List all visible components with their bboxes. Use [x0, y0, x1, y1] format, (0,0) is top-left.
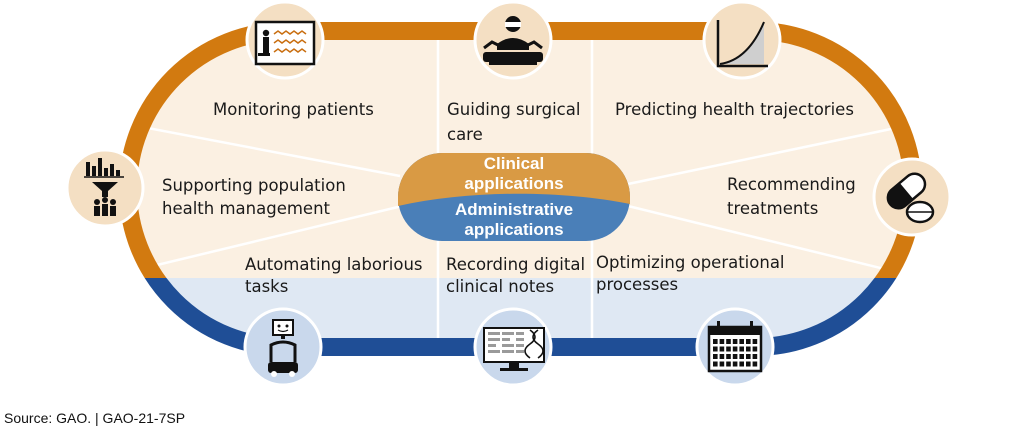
label-monitoring-patients: Monitoring patients: [213, 100, 374, 119]
administrative-label-line-2: applications: [464, 220, 563, 239]
growth-curve-icon: [702, 0, 782, 80]
administrative-label-line-1: Administrative: [455, 200, 573, 219]
label-recording-notes-2: clinical notes: [446, 277, 554, 296]
monitor-chart-icon: [245, 0, 325, 80]
source-note: Source: GAO. | GAO-21-7SP: [4, 410, 186, 426]
label-automating-tasks-1: Automating laborious: [245, 255, 423, 274]
calendar-icon: [695, 307, 775, 387]
label-recommending-treatments-2: treatments: [727, 199, 818, 218]
label-supporting-population-1: Supporting population: [162, 176, 346, 195]
computer-dna-icon: [473, 307, 553, 387]
label-automating-tasks-2: tasks: [245, 277, 288, 296]
clinical-label-line-2: applications: [464, 174, 563, 193]
label-optimizing-processes-2: processes: [596, 275, 678, 294]
label-predicting-health-trajectories: Predicting health trajectories: [615, 100, 854, 119]
clinical-applications-pill: Clinical applications: [398, 153, 630, 206]
clinical-label-line-1: Clinical: [484, 154, 544, 173]
pills-icon: [872, 157, 952, 237]
robot-icon: [243, 307, 323, 387]
label-guiding-surgical-care-1: Guiding surgical: [447, 100, 580, 119]
label-recording-notes-1: Recording digital: [446, 255, 585, 274]
label-guiding-surgical-care-2: care: [447, 125, 483, 144]
label-optimizing-processes-1: Optimizing operational: [596, 253, 785, 272]
population-funnel-icon: [65, 148, 145, 228]
label-recommending-treatments-1: Recommending: [727, 175, 856, 194]
label-supporting-population-2: health management: [162, 199, 331, 218]
surgeon-icon: [473, 0, 553, 80]
